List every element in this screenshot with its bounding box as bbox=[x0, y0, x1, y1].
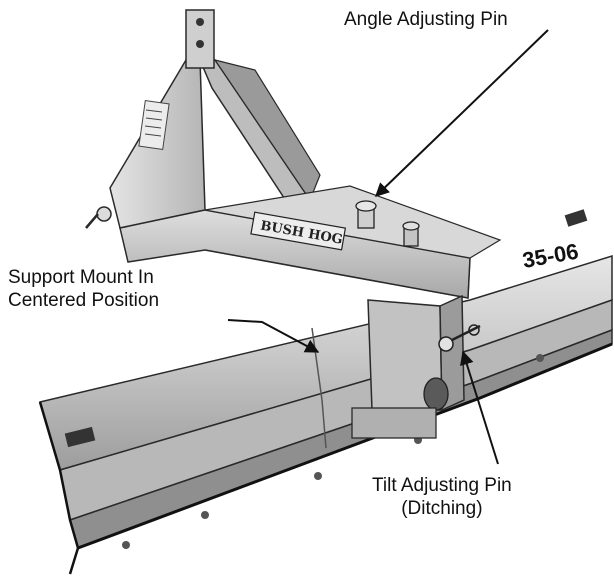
tilt-pin-label-line2: (Ditching) bbox=[401, 498, 483, 519]
tilt-pin-arrow bbox=[460, 350, 499, 465]
angle-adjusting-pin bbox=[355, 200, 420, 247]
tilt-adjusting-pin bbox=[438, 324, 481, 352]
tilt-pin-label: Tilt Adjusting Pin (Ditching) bbox=[372, 474, 512, 520]
angle-pin-label: Angle Adjusting Pin bbox=[344, 9, 508, 30]
main-beam: BUSH HOG bbox=[119, 185, 502, 299]
moldboard-blade bbox=[38, 209, 613, 575]
support-mount-arrow bbox=[227, 319, 320, 353]
hitch-a-frame bbox=[85, 9, 321, 229]
support-mount-label-line2: Centered Position bbox=[8, 290, 160, 311]
support-mount-label: Support Mount In Centered Position bbox=[8, 266, 159, 312]
support-mount-label-line1: Support Mount In bbox=[8, 267, 154, 288]
support-mount bbox=[351, 294, 465, 439]
angle-pin-arrow bbox=[374, 29, 549, 197]
tilt-pin-label-line1: Tilt Adjusting Pin bbox=[372, 475, 512, 496]
model-decal: 35-06 bbox=[521, 239, 581, 273]
